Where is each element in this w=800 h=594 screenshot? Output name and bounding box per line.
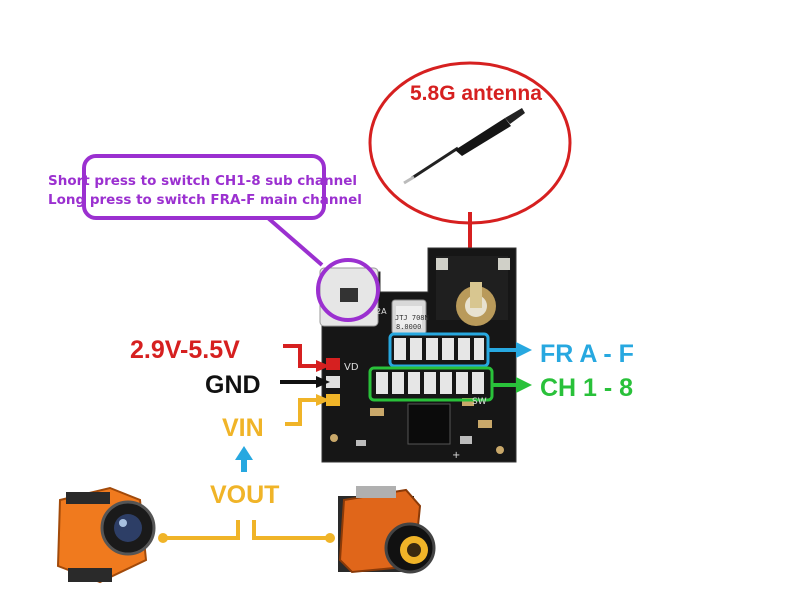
vout-right-wire <box>252 520 330 540</box>
voltage-label: 2.9V-5.5V <box>130 336 240 364</box>
ch-led <box>376 372 388 394</box>
pad-corner-1 <box>436 258 448 270</box>
vout-to-vin-arrow <box>235 446 253 460</box>
ch-label: CH 1 - 8 <box>540 374 633 402</box>
fr-led <box>442 338 454 360</box>
button-highlight-circle <box>316 258 380 322</box>
camera-right-bracket <box>356 486 396 498</box>
fr-label: FR A - F <box>540 340 634 368</box>
pin-leaders <box>158 344 335 543</box>
silk-plus: + <box>452 450 460 461</box>
vin-arrow <box>316 394 330 406</box>
silk-2a: 2A <box>376 307 387 316</box>
fr-led <box>458 338 470 360</box>
button-note-line-1: Short press to switch CH1-8 sub channel <box>48 173 358 189</box>
button-pointer-line <box>266 216 324 267</box>
ch-led <box>408 372 420 394</box>
ch-led <box>424 372 436 394</box>
camera-right <box>338 486 436 574</box>
antenna-label: 5.8G antenna <box>410 82 542 105</box>
fr-arrow-head <box>516 342 532 358</box>
silk-sw: SW <box>472 397 487 407</box>
smd-part-3 <box>460 436 472 444</box>
fr-led <box>394 338 406 360</box>
voltage-arrow <box>316 360 330 372</box>
camera-left-board <box>66 492 110 504</box>
antenna-sleeve <box>455 118 511 156</box>
gnd-arrow <box>316 376 330 388</box>
camera-left-glint <box>119 519 127 527</box>
camera-left-glass <box>114 514 142 542</box>
fr-led <box>474 338 484 360</box>
vin-leader <box>285 398 318 426</box>
ch-led-row <box>376 372 484 394</box>
smd-part-5 <box>356 440 366 446</box>
via-2 <box>496 446 504 454</box>
crystal-freq: 8.0000 <box>396 323 421 331</box>
via-1 <box>330 434 338 442</box>
vout-left-dot <box>158 533 168 543</box>
ch-led <box>392 372 404 394</box>
ufl-trace <box>470 282 482 308</box>
crystal-code: JTJ 708N <box>395 314 429 322</box>
antenna-cable <box>411 146 459 180</box>
button-note-line-2: Long press to switch FRA-F main channel <box>48 192 362 208</box>
vtx-board <box>316 247 532 463</box>
vout-right-dot <box>325 533 335 543</box>
antenna-end <box>505 108 525 124</box>
ch-led <box>456 372 468 394</box>
silk-vd: VD <box>344 362 359 373</box>
pad-corner-2 <box>498 258 510 270</box>
ch-led <box>440 372 452 394</box>
ch-led <box>472 372 484 394</box>
camera-left-connector <box>68 568 112 582</box>
gnd-label: GND <box>205 371 261 399</box>
camera-right-core <box>407 543 421 557</box>
smd-part-4 <box>370 408 384 416</box>
fr-led-row <box>394 338 484 360</box>
smd-part-2 <box>478 420 492 428</box>
antenna-callout <box>368 61 572 280</box>
rf-chip <box>407 403 451 445</box>
ch-arrow-head <box>516 377 532 393</box>
voltage-leader <box>283 344 318 368</box>
pad-vcc <box>326 358 340 370</box>
vout-label: VOUT <box>210 481 279 509</box>
crystal-top <box>396 306 422 328</box>
button-note-text: Short press to switch CH1-8 sub channel … <box>48 172 362 210</box>
button-note-box <box>82 154 326 220</box>
antenna-tip <box>403 175 415 185</box>
vout-left-wire <box>163 520 240 540</box>
button-cap <box>340 288 358 302</box>
button-callout <box>82 154 326 267</box>
fr-led <box>426 338 438 360</box>
fr-led <box>410 338 422 360</box>
pad-gnd <box>326 376 340 388</box>
vin-label: VIN <box>222 414 264 442</box>
pad-vin <box>326 394 340 406</box>
camera-left <box>56 486 156 584</box>
smd-part-1 <box>462 398 474 406</box>
